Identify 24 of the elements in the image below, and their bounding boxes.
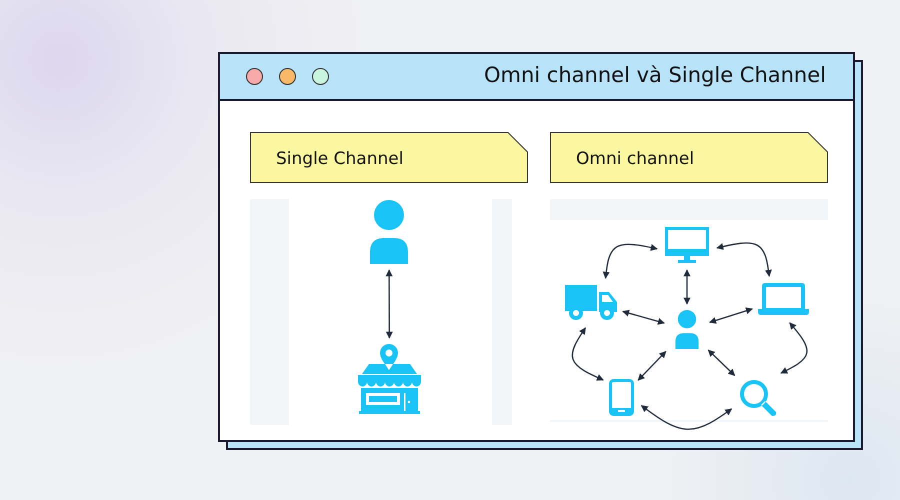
laptop-icon (758, 283, 809, 315)
connector-arrow (780, 322, 808, 374)
connector-arrow (622, 310, 665, 325)
connector-arrow (684, 269, 690, 305)
smartphone-icon (609, 379, 634, 416)
search-icon (739, 379, 777, 417)
section-label (550, 132, 828, 183)
connector-arrow (716, 242, 772, 277)
store-icon (357, 344, 422, 414)
connector-arrow (640, 405, 732, 430)
monitor-icon (665, 227, 709, 264)
window-title: Omni channel và Single Channel (484, 63, 826, 87)
person-icon (370, 200, 408, 264)
connector-arrow (602, 244, 658, 279)
section-title: Omni channel (576, 149, 694, 169)
truck-icon (565, 285, 617, 320)
connector-arrow (386, 269, 393, 339)
app-window (218, 52, 855, 442)
section-title: Single Channel (276, 149, 404, 169)
connector-arrow (708, 350, 736, 376)
connector-arrow (572, 327, 604, 381)
connector-arrow (709, 307, 753, 324)
section-label (250, 132, 528, 183)
connector-arrow (638, 350, 666, 381)
